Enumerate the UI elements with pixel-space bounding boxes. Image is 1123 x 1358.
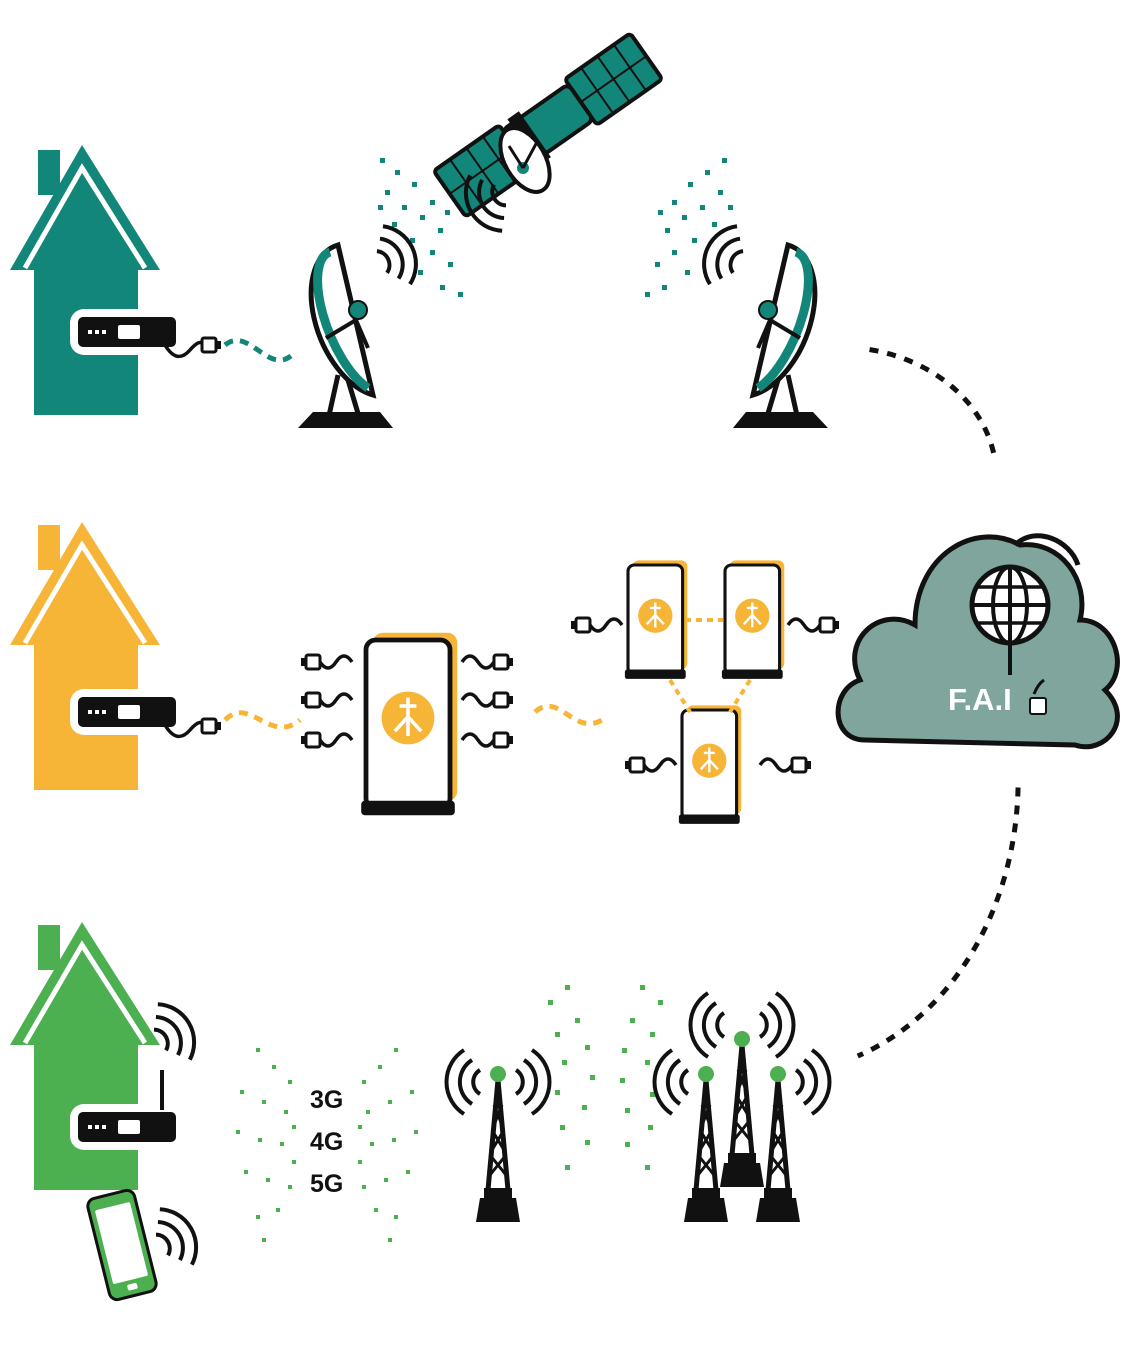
antenna-tower-icon bbox=[684, 1066, 728, 1222]
satellite-dish-icon bbox=[733, 245, 828, 428]
antenna-tower-icon bbox=[476, 1066, 520, 1222]
network-switch-icon bbox=[677, 703, 743, 826]
signal-dots bbox=[645, 158, 733, 297]
wifi-signal-icon bbox=[144, 1198, 210, 1275]
router-icon bbox=[70, 1070, 180, 1150]
smartphone-icon bbox=[86, 1188, 158, 1302]
cloud-label: F.A.I bbox=[948, 682, 1012, 717]
signal-dots bbox=[548, 985, 663, 1170]
network-switch-icon bbox=[623, 558, 689, 681]
antenna-tower-icon bbox=[720, 1031, 764, 1187]
satellite-dish-icon bbox=[498, 126, 552, 194]
cloud-icon bbox=[835, 533, 1120, 750]
link-line bbox=[223, 710, 302, 730]
network-switch-icon bbox=[720, 558, 786, 681]
generation-label-4g: 4G bbox=[310, 1128, 343, 1156]
link-line bbox=[856, 787, 1021, 1059]
ethernet-cable-icon bbox=[200, 336, 223, 354]
house-icon bbox=[10, 145, 160, 415]
generation-label-3g: 3G bbox=[310, 1086, 343, 1114]
link-line bbox=[223, 338, 297, 363]
signal-dots bbox=[378, 158, 463, 297]
globe-icon bbox=[969, 564, 1051, 675]
link-line bbox=[533, 703, 607, 727]
generation-label-5g: 5G bbox=[310, 1170, 343, 1198]
satellite-dish-icon bbox=[298, 245, 393, 428]
network-switch-icon bbox=[361, 633, 457, 815]
house-icon bbox=[10, 522, 160, 790]
wifi-signal-icon bbox=[142, 993, 208, 1070]
link-line bbox=[869, 347, 998, 463]
ethernet-cable-icon bbox=[1029, 678, 1047, 715]
router-icon bbox=[70, 689, 180, 735]
router-icon bbox=[70, 309, 180, 355]
antenna-tower-icon bbox=[756, 1066, 800, 1222]
signal-dots bbox=[236, 1048, 418, 1242]
